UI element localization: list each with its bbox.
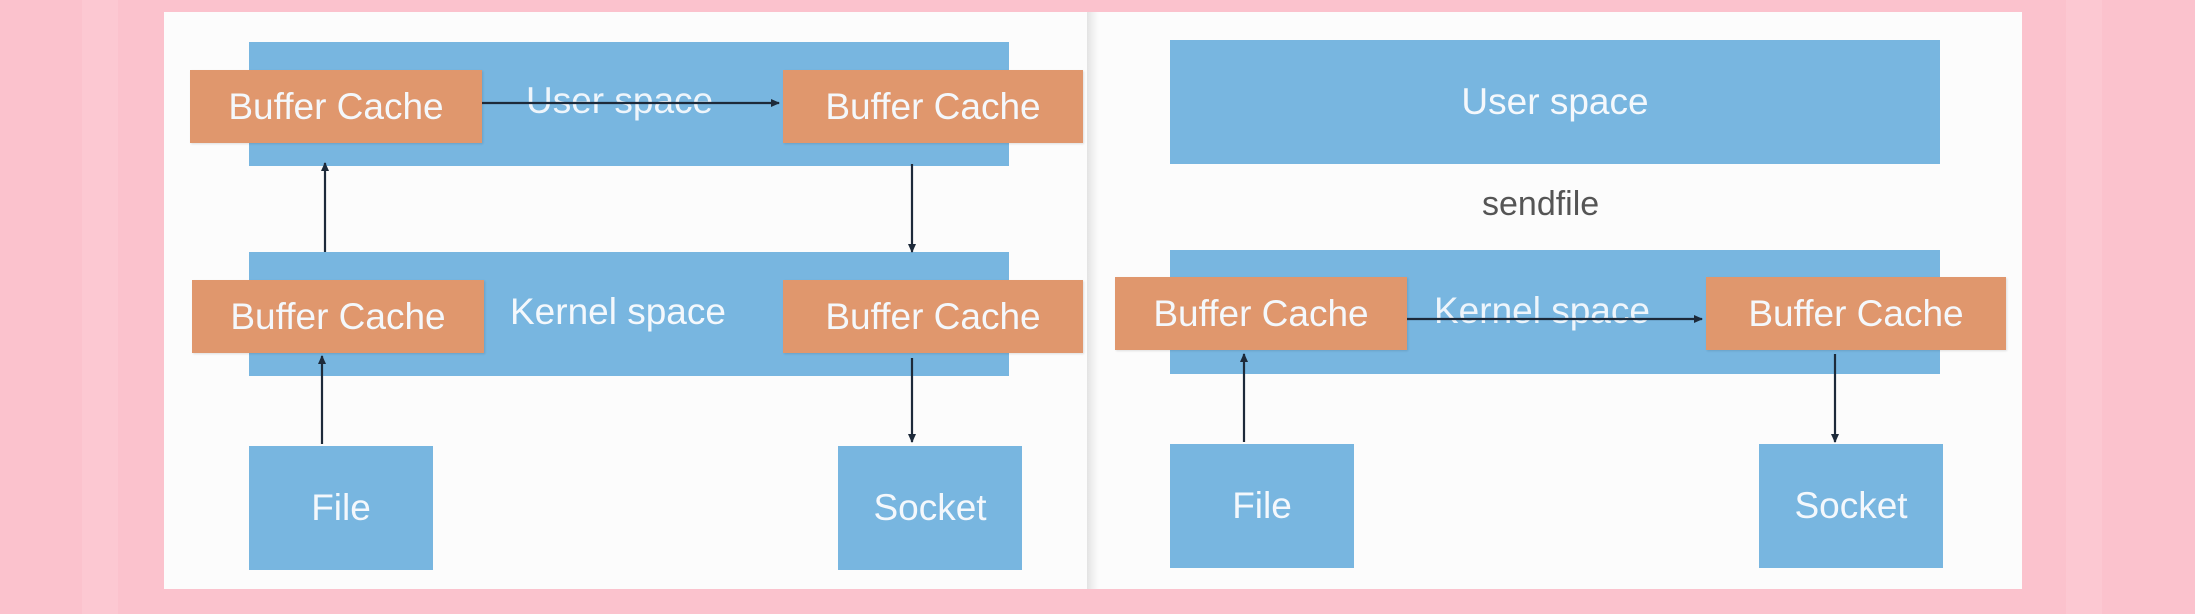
left-kernel-space-label: Kernel space <box>510 291 726 332</box>
right-kernel-buffer-cache-right: Buffer Cache <box>1706 277 2006 350</box>
left-user-buffer-cache-right: Buffer Cache <box>783 70 1083 143</box>
right-kernel-buffer-cache-left: Buffer Cache <box>1115 277 1407 350</box>
left-kernel-buffer-cache-right: Buffer Cache <box>783 280 1083 353</box>
left-user-space-label: User space <box>526 80 714 121</box>
arrows-layer <box>318 99 1839 444</box>
sendfile-label: sendfile <box>1482 185 1600 223</box>
page-divider <box>1087 12 1099 589</box>
right-side-band <box>2066 0 2102 614</box>
diagram-panel: User space Kernel space Buffer Cache Buf… <box>164 12 2022 589</box>
right-file-box: File <box>1170 444 1354 568</box>
right-user-space-layer: User space <box>1170 40 1940 164</box>
right-socket-box: Socket <box>1759 444 1943 568</box>
left-file-box: File <box>249 446 433 570</box>
left-kernel-buffer-cache-left: Buffer Cache <box>192 280 484 353</box>
left-user-buffer-cache-left: Buffer Cache <box>190 70 482 143</box>
left-side-band <box>82 0 118 614</box>
right-kernel-space-label: Kernel space <box>1434 290 1650 331</box>
left-socket-box: Socket <box>838 446 1022 570</box>
